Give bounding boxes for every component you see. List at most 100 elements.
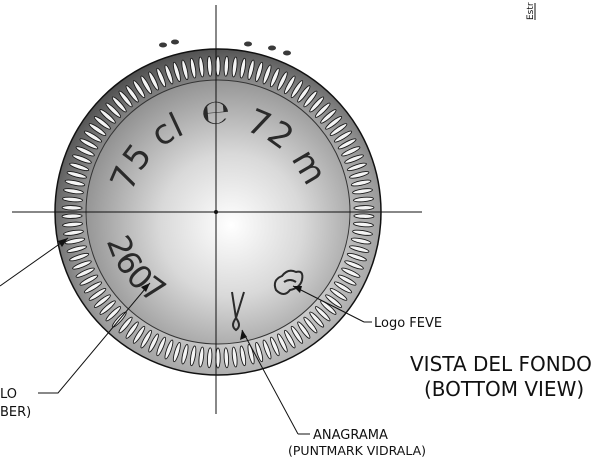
knurl-slot	[223, 55, 230, 77]
knurl-slot	[353, 213, 375, 219]
knurl-slot	[290, 80, 304, 99]
leader-lines	[0, 237, 365, 435]
knurl-slot	[255, 61, 264, 82]
knurl-slot	[247, 344, 255, 365]
knurl-slot	[341, 146, 361, 157]
knurl-slot	[320, 300, 337, 315]
knurl-slot	[223, 347, 230, 369]
knurl-slot	[353, 205, 375, 211]
knurl-slot	[75, 146, 95, 157]
knurl-slot	[269, 67, 280, 88]
knurl-slot	[105, 102, 122, 118]
view-title-line1: VISTA DEL FONDO	[410, 352, 592, 376]
knurl-slot	[297, 85, 311, 103]
knurl-slot	[303, 90, 318, 108]
knurl-slot	[140, 329, 152, 349]
knurl-slot	[333, 281, 353, 294]
knurl-slot	[262, 64, 272, 85]
knurl-slot	[277, 333, 288, 353]
view-title-line2: (BOTTOM VIEW)	[424, 377, 584, 401]
knurl-slot	[118, 316, 133, 334]
leader-arrowheads	[58, 238, 302, 340]
knurl-slot	[314, 102, 331, 118]
knurl-slot	[79, 274, 99, 286]
callout-mould-line1: LO	[0, 387, 17, 402]
knurl-slot	[309, 96, 325, 113]
knurl-slot	[75, 267, 95, 278]
knurl-slot	[88, 123, 107, 136]
knurl-slot	[99, 300, 116, 315]
knurl-slot	[255, 342, 264, 363]
callout-logo-feve: Logo FEVE	[374, 316, 442, 331]
top-vent-dots	[159, 39, 291, 56]
knurl-slot	[69, 162, 90, 172]
knurl-slot	[156, 67, 167, 88]
knurl-slot	[62, 221, 83, 228]
knurl-slot	[69, 252, 90, 262]
knurl-slot	[63, 229, 84, 236]
knurl-slot	[148, 71, 159, 91]
knurl-slot	[172, 61, 181, 82]
knurl-slot	[349, 171, 370, 179]
knurl-slot	[164, 64, 174, 85]
knurl-slot	[344, 260, 364, 270]
knurl-slot	[63, 188, 84, 195]
knurl-slot	[125, 85, 139, 103]
callout-anagram-subtitle: (PUNTMARK VIDRALA)	[288, 443, 426, 458]
corner-label: Estr	[526, 2, 536, 20]
knurl-slot	[164, 339, 174, 360]
knurl-slot	[93, 294, 111, 308]
feve-logo-symbol	[273, 269, 304, 295]
knurl-slot	[247, 59, 255, 80]
knurl-slot	[64, 179, 86, 187]
knurl-slot	[325, 294, 343, 308]
knurl-slot	[231, 56, 238, 78]
knurl-slot	[231, 346, 238, 368]
knurl-slot	[284, 329, 296, 349]
knurl-slot	[79, 138, 99, 150]
knurl-slot	[93, 116, 111, 130]
knurl-slot	[88, 288, 107, 301]
knurl-slot	[314, 306, 331, 322]
callout-mould-line2: BER)	[0, 405, 31, 420]
knurl-slot	[337, 138, 357, 150]
knurl-slot	[66, 171, 87, 179]
knurl-slot	[284, 75, 296, 95]
knurl-slot	[290, 325, 304, 344]
knurl-slot	[303, 316, 318, 334]
callout-anagram-title: ANAGRAMA	[313, 428, 388, 443]
anagram-symbol	[231, 291, 245, 332]
knurl-slot	[61, 205, 83, 211]
knurl-slot	[132, 80, 146, 99]
knurl-slot	[66, 245, 87, 253]
knurl-slot	[329, 288, 348, 301]
knurl-slot	[83, 130, 103, 143]
knurl-slot	[99, 109, 116, 124]
knurl-slot	[181, 59, 189, 80]
knurl-slot	[341, 267, 361, 278]
knurl-slot	[198, 346, 205, 368]
knurl-slot	[352, 188, 373, 195]
knurl-slot	[349, 245, 370, 253]
knurl-slot	[125, 321, 139, 339]
knurl-slot	[353, 221, 374, 228]
knurl-slot	[118, 90, 133, 108]
knurl-slot	[353, 196, 374, 203]
knurl-slot	[198, 56, 205, 78]
knurl-slot	[309, 311, 325, 328]
knurl-slot	[337, 274, 357, 286]
knurl-slot	[239, 345, 247, 367]
knurl-slot	[206, 347, 213, 369]
knurl-slot	[262, 339, 272, 360]
knurl-slot	[72, 154, 92, 164]
knurl-slot	[269, 336, 280, 357]
knurl-slot	[105, 306, 122, 322]
knurl-slot	[83, 281, 103, 294]
knurl-slot	[72, 260, 92, 270]
knurling-ring	[61, 55, 375, 369]
knurl-slot	[189, 345, 197, 367]
knurl-slot	[350, 237, 372, 245]
knurl-slot	[352, 229, 373, 236]
knurl-slot	[172, 342, 181, 363]
centre-point	[214, 210, 218, 214]
